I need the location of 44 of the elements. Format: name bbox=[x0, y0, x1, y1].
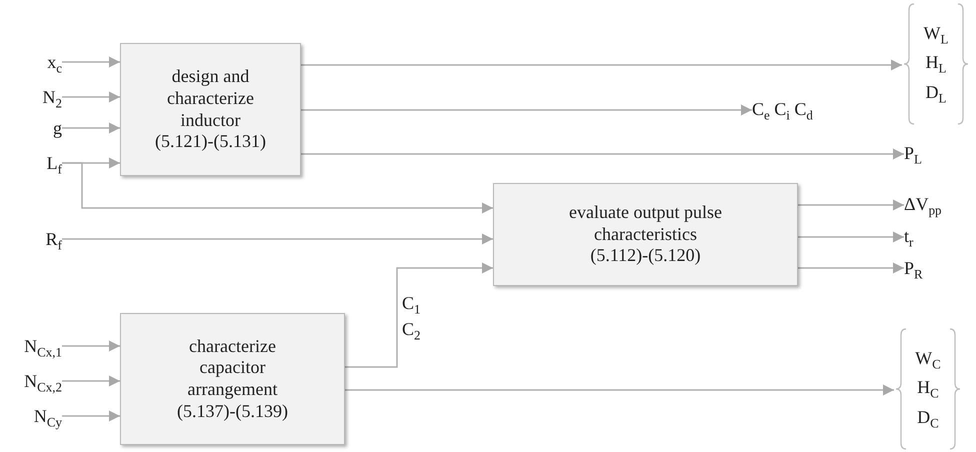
input-variable: N$_{Cx,1}$ bbox=[24, 333, 62, 366]
output-variable: D$_{C}$ bbox=[917, 406, 939, 432]
input-variable: L$_{f}$ bbox=[46, 150, 62, 183]
arrow bbox=[301, 104, 752, 116]
output-variable: P$_{R}$ bbox=[904, 255, 923, 288]
arrow bbox=[345, 262, 493, 368]
arrow bbox=[62, 234, 493, 244]
process-title: design and characterize inductor bbox=[166, 66, 255, 132]
arrow bbox=[345, 384, 894, 396]
equation-reference: (5.121)-(5.131) bbox=[155, 131, 266, 153]
input-variable: N$_{Cy}$ bbox=[34, 403, 62, 436]
process-title: evaluate output pulse characteristics bbox=[568, 202, 723, 246]
equation-reference: (5.137)-(5.139) bbox=[177, 400, 288, 422]
arrow bbox=[62, 162, 493, 214]
arrow bbox=[301, 60, 902, 70]
input-variable: N$_{Cx,2}$ bbox=[24, 368, 62, 401]
input-variable: R$_{f}$ bbox=[46, 226, 62, 259]
output-variable: t$_{r}$ bbox=[904, 223, 914, 256]
equation-reference: (5.112)-(5.120) bbox=[590, 245, 701, 267]
process-box bbox=[120, 43, 301, 176]
arrow bbox=[62, 122, 120, 134]
output-variable: H$_{L}$ bbox=[926, 51, 946, 78]
input-variable: x$_{c}$ bbox=[47, 49, 62, 82]
input-variable: g bbox=[53, 115, 62, 141]
arrow bbox=[301, 148, 904, 160]
arrow bbox=[62, 410, 120, 422]
output-variable: W$_{C}$ bbox=[915, 346, 941, 374]
output-variable: C$_{e}$ C$_{i}$ C$_{d}$ bbox=[752, 96, 813, 129]
arrow bbox=[62, 92, 120, 102]
output-variable: W$_{L}$ bbox=[924, 22, 948, 49]
arrow bbox=[62, 56, 120, 68]
process-title: characterize capacitor arrangement bbox=[186, 336, 278, 401]
arrow bbox=[62, 340, 120, 352]
output-variable: D$_{L}$ bbox=[926, 80, 946, 108]
arrow bbox=[798, 232, 904, 242]
process-box bbox=[120, 313, 345, 445]
output-variable: H$_{C}$ bbox=[917, 376, 939, 403]
process-box bbox=[493, 183, 798, 286]
output-variable: ΔV$_{pp}$ bbox=[904, 191, 942, 224]
input-variable: N$_{2}$ bbox=[42, 84, 62, 117]
arrow bbox=[62, 376, 120, 386]
arrow bbox=[798, 200, 904, 210]
arrow bbox=[798, 262, 904, 274]
output-variable: P$_{L}$ bbox=[904, 140, 922, 173]
